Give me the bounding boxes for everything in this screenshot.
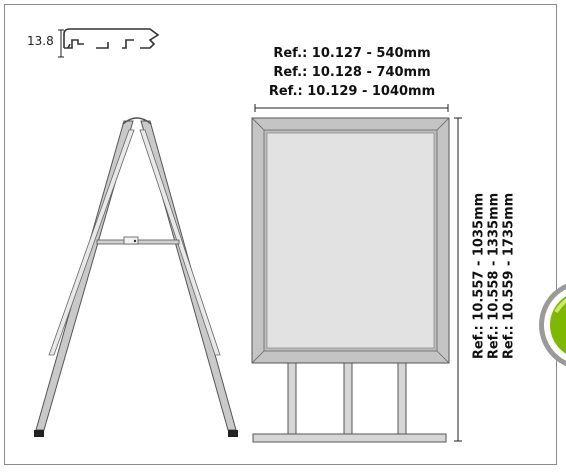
- sign-stand-front-view: [251, 117, 450, 443]
- width-ref-740: Ref.: 10.128 - 740mm: [273, 65, 431, 80]
- height-ref-1335: Ref.: 10.558 - 1335mm: [486, 192, 502, 360]
- profile-thickness-label: 13.8: [27, 34, 54, 48]
- width-ref-1040: Ref.: 10.129 - 1040mm: [268, 84, 436, 99]
- a-board-side-view: [34, 117, 238, 437]
- height-ref-1735: Ref.: 10.559 - 1735mm: [501, 192, 517, 360]
- height-ref-1035: Ref.: 10.557 - 1035mm: [471, 192, 487, 360]
- profile-thickness-bracket: [58, 29, 64, 58]
- width-references: Ref.: 10.127 - 540mm Ref.: 10.128 - 740m…: [254, 44, 450, 101]
- height-dimension-line: [454, 117, 462, 442]
- width-ref-540: Ref.: 10.127 - 540mm: [273, 46, 431, 61]
- frame-profile-section: [63, 28, 160, 49]
- width-dimension-line: [254, 104, 449, 112]
- height-references: Ref.: 10.557 - 1035mm Ref.: 10.558 - 133…: [471, 180, 517, 372]
- diagram-frame: [4, 4, 557, 465]
- green-badge-icon: [539, 283, 566, 367]
